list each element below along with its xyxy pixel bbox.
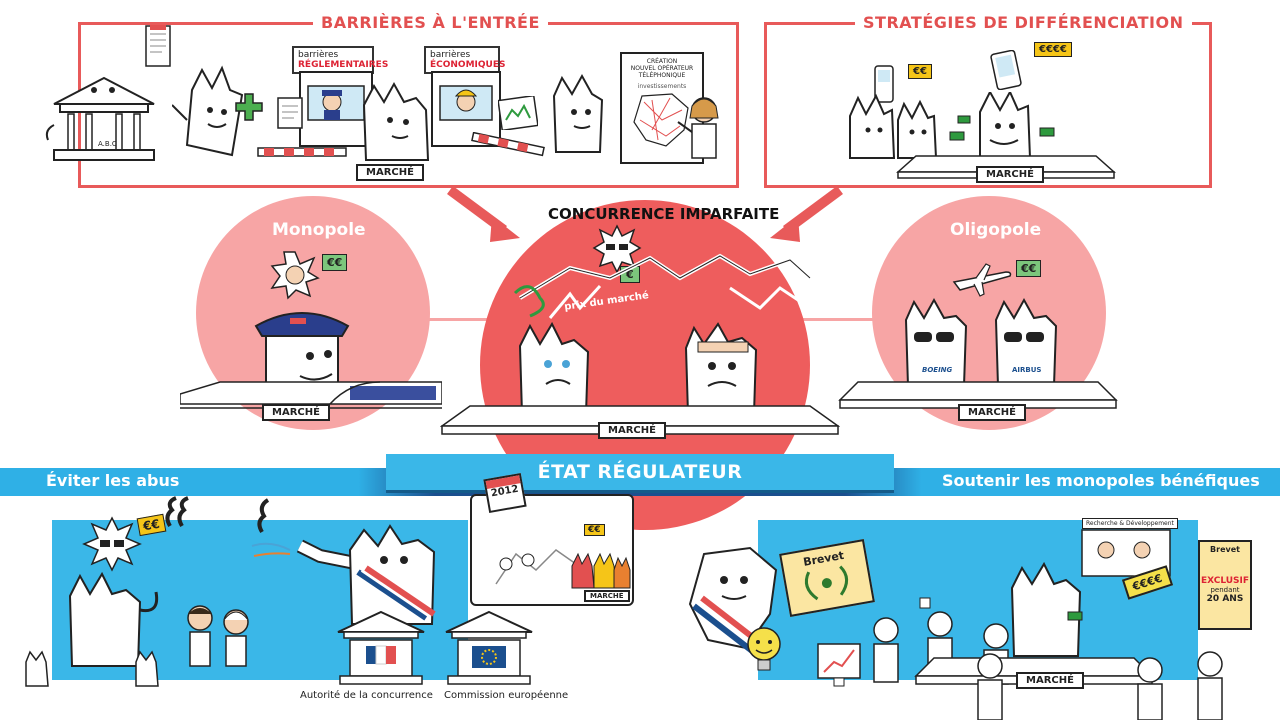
- patent-holder-cube: [1010, 561, 1083, 657]
- economic-booth: [431, 71, 501, 147]
- price-tag-low: €€: [908, 64, 932, 79]
- oligopole-cubes: [904, 297, 1058, 387]
- support-monopolies-label: Soutenir les monopoles bénéfiques: [942, 471, 1260, 490]
- investment-flipchart: CRÉATION NOUVEL OPÉRATEUR TÉLÉPHONIQUE i…: [620, 52, 704, 164]
- market-sign-monopole: MARCHÉ: [262, 404, 330, 421]
- calendar-2012: 2012: [483, 472, 527, 514]
- market-sign-center: MARCHÉ: [598, 422, 666, 439]
- poster-during: pendant: [1210, 586, 1240, 594]
- market-sign-top-right: MARCHÉ: [976, 166, 1044, 183]
- poster-title: Brevet: [1210, 545, 1240, 554]
- market-sign-top-left: MARCHÉ: [356, 164, 424, 181]
- pharmacy-cross-icon: [235, 93, 263, 121]
- smoke-puffs: [165, 496, 270, 534]
- market-cube-character: [362, 81, 430, 161]
- bubble-price-tag: €€: [584, 524, 605, 536]
- competitor-cube-left: [518, 321, 590, 415]
- rd-lab-window: [1081, 529, 1171, 577]
- cheap-phone-icon: [874, 65, 894, 103]
- guard-booth: [299, 71, 373, 147]
- price-tag-high: €€€€: [1034, 42, 1072, 57]
- airplane-icon: [952, 263, 1012, 297]
- money-picture-icon: [498, 96, 538, 130]
- european-commission-building: [445, 610, 533, 685]
- boeing-logo: BOEING: [922, 366, 953, 374]
- economic-barrier-gate: [471, 132, 545, 157]
- worried-people: [187, 605, 249, 667]
- presenter-woman: [677, 97, 719, 159]
- rd-sign: Recherche & Développement: [1082, 518, 1178, 529]
- market-sign-bubble: MARCHÉ: [584, 590, 630, 602]
- oligopole-price-tag: €€: [1016, 260, 1042, 277]
- monopole-price-tag: €€: [322, 254, 348, 271]
- market-sign-oligopole: MARCHÉ: [958, 404, 1026, 421]
- entry-barriers-title: BARRIÈRES À L'ENTRÉE: [313, 13, 548, 32]
- arrows-to-center: [447, 186, 843, 242]
- competition-authority-building: [337, 610, 425, 685]
- avoid-abuse-label: Éviter les abus: [46, 471, 180, 490]
- patent-document: Brevet: [779, 539, 875, 617]
- high-speed-train: [180, 381, 442, 409]
- flipchart-title-line2: NOUVEL OPÉRATEUR: [630, 65, 694, 72]
- monopole-title: Monopole: [272, 220, 366, 240]
- strong-cube-character: [68, 571, 159, 667]
- competition-authority-caption: Autorité de la concurrence: [300, 690, 433, 701]
- scroll-icon: [145, 25, 171, 67]
- poster-years: 20 ANS: [1206, 594, 1244, 604]
- angry-sun-icon: [82, 516, 142, 572]
- flipchart-title-line3: TÉLÉPHONIQUE: [638, 72, 686, 79]
- competitor-cube-right: [684, 322, 758, 415]
- small-cubes-left: [25, 650, 159, 687]
- connector-left: [380, 318, 530, 321]
- foreground-crowd: [977, 651, 1223, 720]
- flipchart-title-line1: CRÉATION: [646, 58, 678, 65]
- center-title: CONCURRENCE IMPARFAITE: [548, 205, 780, 223]
- document-icon: [277, 97, 303, 129]
- lightbulb-character: [747, 627, 781, 671]
- premium-phone-icon: [990, 50, 1022, 90]
- bubble-market-crowd: [495, 549, 631, 589]
- state-character-sash: [348, 524, 436, 625]
- regulator-banner: ÉTAT RÉGULATEUR: [386, 454, 894, 490]
- lightning-stream: [513, 253, 812, 319]
- market-sign-bottom-right: MARCHÉ: [1016, 672, 1084, 689]
- exclusive-patent-poster: Brevet EXCLUSIF pendant 20 ANS: [1198, 540, 1252, 630]
- differentiation-title: STRATÉGIES DE DIFFÉRENCIATION: [855, 13, 1192, 32]
- walking-cube-character: [552, 73, 604, 153]
- sun-sunglasses-icon: [592, 224, 642, 274]
- monitor-chart-icon: [817, 643, 861, 687]
- running-cube-character: [172, 65, 244, 157]
- france-network-map: [633, 93, 689, 147]
- connector-right: [790, 318, 910, 321]
- regulatory-barrier-gate: [257, 147, 347, 157]
- bank-label: A.B.C: [98, 140, 117, 148]
- laurel-icon: [804, 565, 849, 601]
- airbus-logo: AIRBUS: [1012, 366, 1042, 374]
- flipchart-subtitle: investissements: [637, 83, 687, 90]
- oligopole-title: Oligopole: [950, 220, 1042, 240]
- bank-building-illustration: [45, 76, 155, 161]
- burst-portrait-icon: [270, 251, 320, 300]
- poster-exclusive: EXCLUSIF: [1200, 576, 1250, 586]
- european-commission-caption: Commission européenne: [444, 690, 569, 701]
